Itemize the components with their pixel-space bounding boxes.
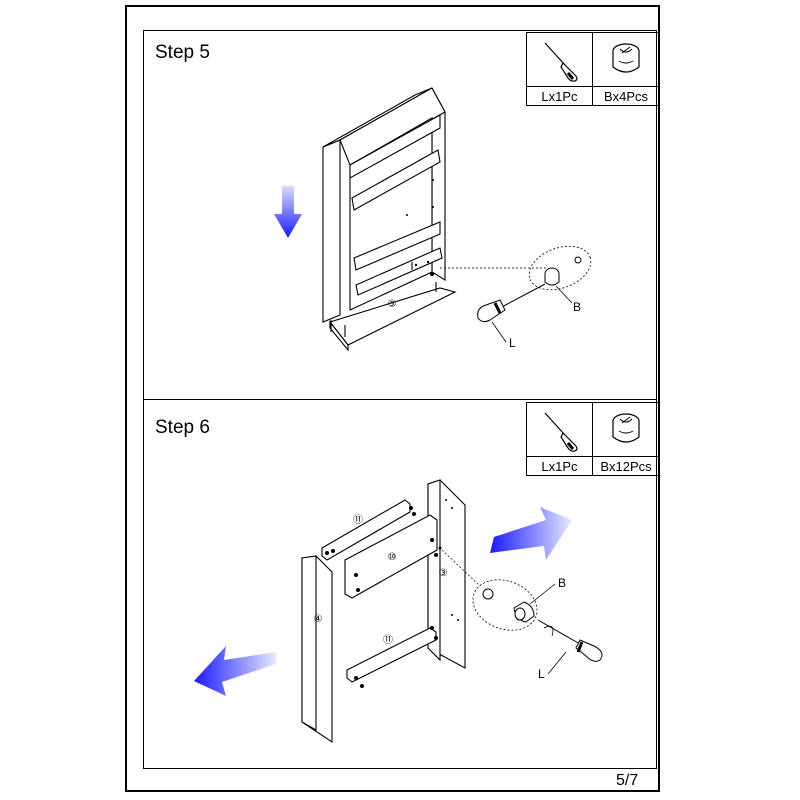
step-5-down-arrow <box>274 186 302 238</box>
step-divider <box>143 399 657 400</box>
cam-lock-icon <box>612 412 640 443</box>
step-6-assembly <box>301 479 466 744</box>
screwdriver-icon <box>544 412 578 452</box>
step-5-bookcase <box>322 87 457 352</box>
step-6-part-1-label: Lx1Pc <box>527 457 593 475</box>
step-5-panel-5-label: ⑤ <box>388 299 397 310</box>
step-5-cam-lock-detail <box>544 256 582 286</box>
step-6-detail-callout <box>472 579 538 631</box>
step-6-screwdriver <box>537 619 603 662</box>
step-5-part-2-cell <box>593 33 659 87</box>
step-6-part-2-cell <box>593 403 659 457</box>
step-6-panel-11-top-label: ⑪ <box>353 514 363 526</box>
step-5-part-2-label: Bx4Pcs <box>603 88 649 104</box>
step-5-part-1-cell <box>527 33 593 87</box>
step-5-title: Step 5 <box>155 42 210 63</box>
page-outer-frame <box>125 5 660 792</box>
step-6-left-arrow <box>490 507 572 560</box>
step-6-panel-10-label: ⑩ <box>388 552 397 563</box>
step-6-part-2-label: Bx12Pcs <box>600 458 652 474</box>
step-5-screwdriver <box>477 283 546 323</box>
step-6-right-arrow <box>194 646 276 696</box>
step-6-callout-l: L <box>538 667 545 681</box>
step-6-panel-4-label: ④ <box>314 614 323 625</box>
step-6-cam-lock-detail <box>482 588 535 623</box>
step-5-detail-callout <box>528 245 592 291</box>
step-5-callout-l: L <box>509 336 516 350</box>
step-6-panel-3-label: ③ <box>439 568 448 579</box>
step-6-part-1-cell <box>527 403 593 457</box>
page-number: 5/7 <box>616 772 639 789</box>
step-5-parts-table: Lx1Pc Bx4Pcs <box>526 32 660 106</box>
step-6-parts-table: Lx1Pc Bx12Pcs <box>526 402 660 476</box>
step-6-panel-11-bottom-label: ⑪ <box>383 634 393 646</box>
step-6-callout-b: B <box>558 576 566 590</box>
step-6-title: Step 6 <box>155 417 210 438</box>
step-5-part-1-label: Lx1Pc <box>527 87 593 105</box>
screwdriver-icon <box>544 42 578 82</box>
cam-lock-icon <box>612 42 640 73</box>
step-5-callout-b: B <box>573 300 581 314</box>
